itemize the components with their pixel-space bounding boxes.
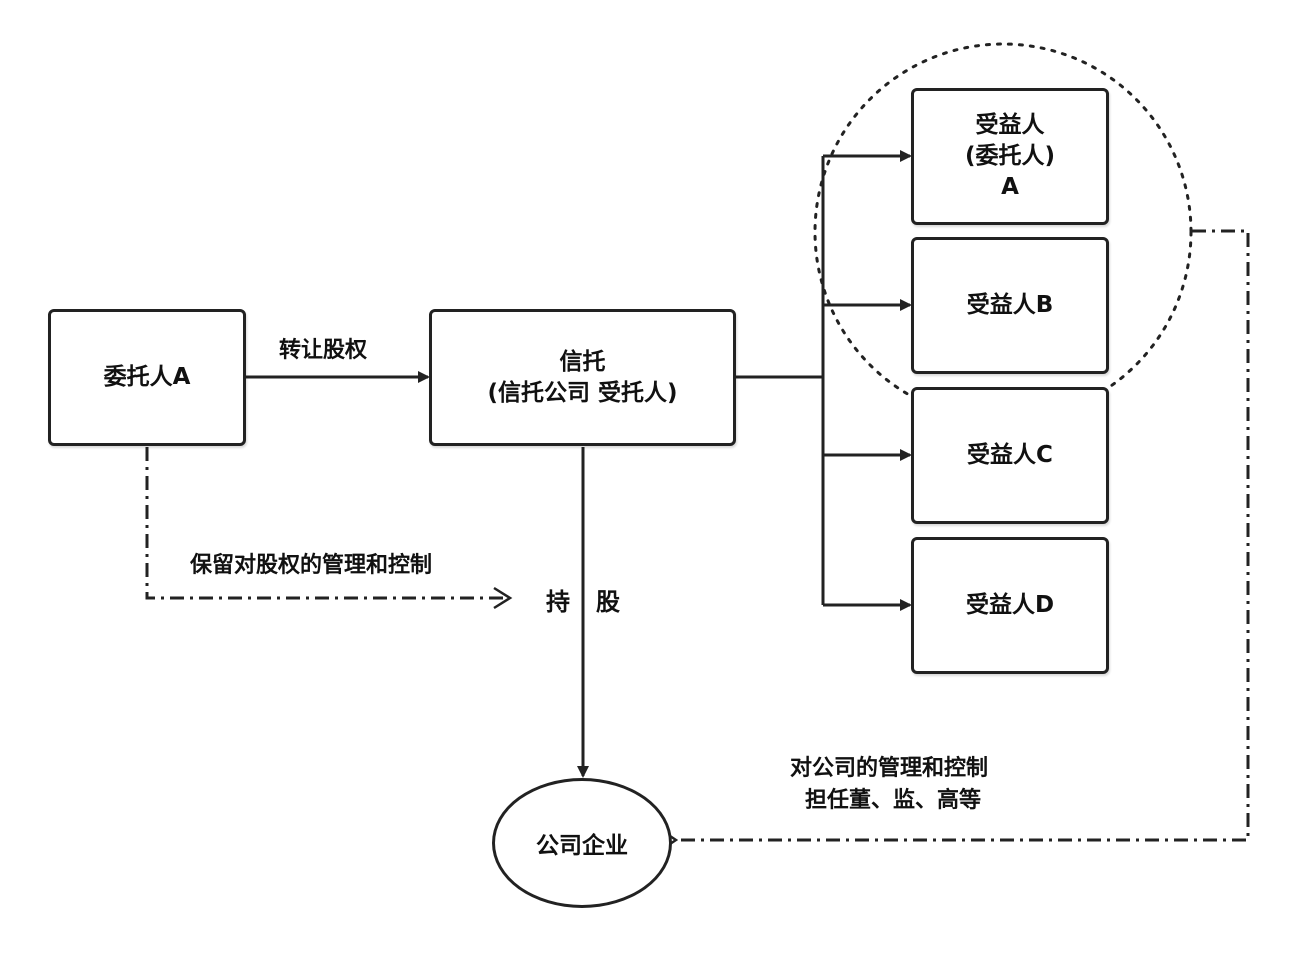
transfer-label: 转让股权 [279,338,368,363]
beneficiary-d-box[interactable]: 受益人D [911,537,1109,674]
holding-label-left: 持 [546,588,570,616]
company-control-label-line2: 担任董、监、高等 [805,788,982,813]
retain-control-label: 保留对股权的管理和控制 [190,553,433,578]
company-control-label-line1: 对公司的管理和控制 [790,756,989,781]
trust-title: 信托 [559,348,606,375]
beneficiary-c-box[interactable]: 受益人C [911,387,1109,524]
beneficiary-c-label: 受益人C [967,442,1053,468]
beneficiary-d-label: 受益人D [965,592,1055,618]
company-oval[interactable]: 公司企业 [492,778,672,908]
retain-control-arrowhead [493,586,513,610]
settlor-label: 委托人A [103,364,191,390]
beneficiary-a-box[interactable]: 受益人 (委托人) A [911,88,1109,225]
beneficiary-a-line3: A [1001,174,1019,200]
beneficiary-b-label: 受益人B [966,292,1054,318]
retain-control-line [145,447,510,600]
beneficiary-a-line2: (委托人) [964,143,1056,169]
trust-subtitle: (信托公司 受托人) [487,379,678,406]
holding-label-right: 股 [596,588,620,616]
company-control-line [676,229,1250,840]
trust-box[interactable]: 信托 (信托公司 受托人) [429,309,736,446]
settlor-box[interactable]: 委托人A [48,309,246,446]
beneficiary-a-line1: 受益人 [975,112,1045,138]
company-label: 公司企业 [536,833,628,859]
beneficiary-b-box[interactable]: 受益人B [911,237,1109,374]
beneficiary-group-circle [813,42,1193,422]
